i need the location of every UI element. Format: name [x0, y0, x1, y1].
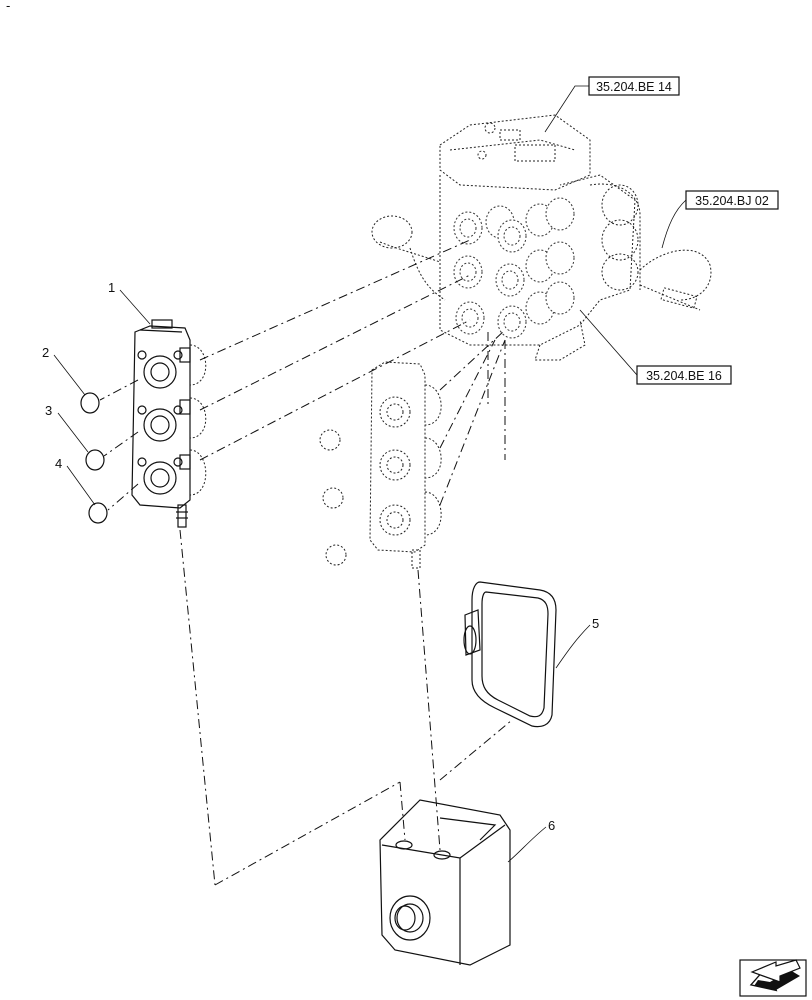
- valve-module-part-1: [131, 319, 207, 528]
- o-ring-part-2: [80, 392, 100, 414]
- valve-module-alt: [319, 361, 442, 569]
- o-ring-part-4: [88, 502, 108, 524]
- reference-boxes: 35.204.BE 14 35.204.BJ 02 35.204.BE 16: [544, 76, 779, 385]
- next-page-arrow-icon[interactable]: [739, 959, 807, 998]
- ref-label-be14[interactable]: 35.204.BE 14: [596, 80, 672, 94]
- callout-4: 4: [55, 456, 62, 471]
- valve-assembly: [371, 114, 712, 361]
- corner-mark: -: [6, 0, 10, 13]
- o-rings: [80, 392, 108, 524]
- reservoir-part-6: [379, 799, 511, 966]
- callout-3: 3: [45, 403, 52, 418]
- o-ring-part-3: [85, 449, 105, 471]
- projection-lines: [99, 239, 513, 886]
- ref-label-be16[interactable]: 35.204.BE 16: [646, 369, 722, 383]
- callout-2: 2: [42, 345, 49, 360]
- spool-row-2: [453, 241, 575, 297]
- ref-label-bj02[interactable]: 35.204.BJ 02: [695, 194, 769, 208]
- spool-row-3: [455, 281, 575, 339]
- gasket-part-5: [463, 581, 557, 728]
- callout-5: 5: [592, 616, 599, 631]
- spool-row-1: [453, 197, 575, 253]
- callout-6: 6: [548, 818, 555, 833]
- callout-1: 1: [108, 280, 115, 295]
- callouts: 1 2 3 4 5 6: [42, 280, 599, 863]
